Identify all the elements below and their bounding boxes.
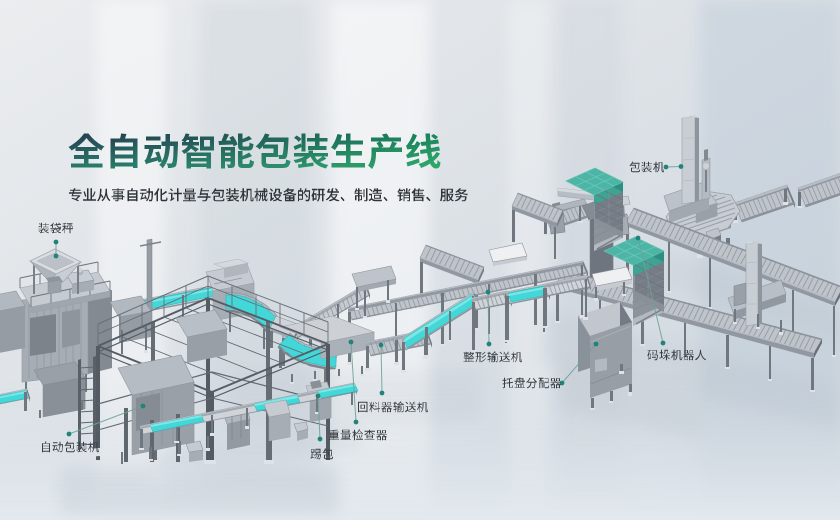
label-palletizing-robot: 码垛机器人 [647,349,706,365]
label-shaping-conveyor-glyphs [463,351,522,363]
label-return-conveyor-glyphs [358,401,428,413]
main-packing-line [0,290,359,462]
label-pallet-dispenser-glyphs [502,377,561,389]
label-checkweigher: 重量检查器 [328,429,387,445]
leader-shaping-conveyor [485,289,492,347]
pallet-wrapping-station [625,115,840,357]
palletizing-area [419,167,823,410]
leader-return-conveyor [378,342,385,396]
bagging-station [0,238,332,467]
leader-checkweigher [348,339,359,425]
label-auto-bagging-machine-glyphs [42,441,99,453]
label-checkweigher-glyphs [328,429,387,441]
label-bagging-scale-glyphs [38,222,73,234]
leader-lines [53,164,684,442]
label-return-conveyor: 回料器输送机 [357,401,428,417]
outfeed-roller-tables [733,173,840,223]
label-bag-kicker: 踢包 [310,448,334,464]
label-bag-kicker-glyphs [310,448,333,460]
leader-bag-kicker [315,393,323,442]
leader-auto-bagging-machine [66,403,146,437]
machinery [0,115,840,467]
leader-palletizing-robot [635,235,666,346]
label-bagging-scale: 装袋秤 [38,222,73,238]
page-title: 全自动智能包装生产线 [68,128,468,174]
label-auto-bagging-machine: 自动包装机 [40,441,99,457]
label-packing-machine-glyphs [629,161,664,173]
hero-text-block: 全自动智能包装生产线 专业从事自动化计量与包装机械设备的研发、制造、销售、服务 [68,128,468,206]
label-packing-machine: 包装机 [629,161,664,177]
leader-pallet-dispenser [559,341,599,386]
label-pallet-dispenser: 托盘分配器 [502,377,561,393]
label-shaping-conveyor: 整形输送机 [463,351,522,367]
page-subtitle-glyphs [69,188,468,202]
page-subtitle: 专业从事自动化计量与包装机械设备的研发、制造、销售、服务 [68,186,468,206]
label-palletizing-robot-glyphs [647,349,706,361]
leader-packing-machine [663,164,684,170]
leader-bagging-scale [53,239,59,259]
page-title-glyphs [68,133,441,169]
